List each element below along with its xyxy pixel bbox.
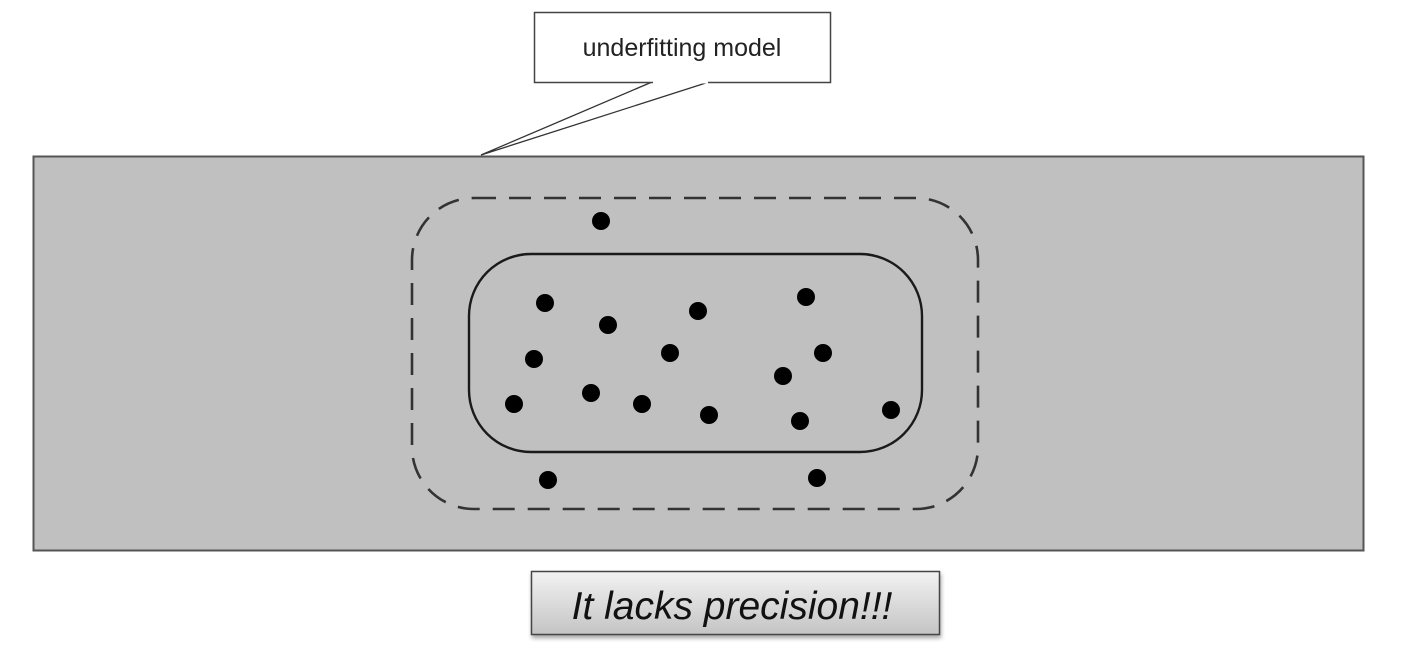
data-point [536,294,554,312]
callout-pointer [480,81,710,156]
data-point [808,469,826,487]
data-point [814,344,832,362]
caption-label: It lacks precision!!! [572,585,893,628]
callout-label: underfitting model [583,34,782,62]
feature-space [32,155,1365,552]
data-point [582,384,600,402]
data-point [700,406,718,424]
data-point [882,401,900,419]
data-points [505,212,900,489]
data-point [599,316,617,334]
data-point [633,395,651,413]
data-point [592,212,610,230]
data-point [689,302,707,320]
data-point [539,471,557,489]
data-point [774,367,792,385]
data-point [525,350,543,368]
underfitting-boundary [410,196,980,511]
data-point [797,288,815,306]
callout-box [533,11,832,84]
data-point [505,395,523,413]
true-boundary [467,252,924,454]
data-point [791,412,809,430]
data-point [661,344,679,362]
caption-box [530,570,941,636]
